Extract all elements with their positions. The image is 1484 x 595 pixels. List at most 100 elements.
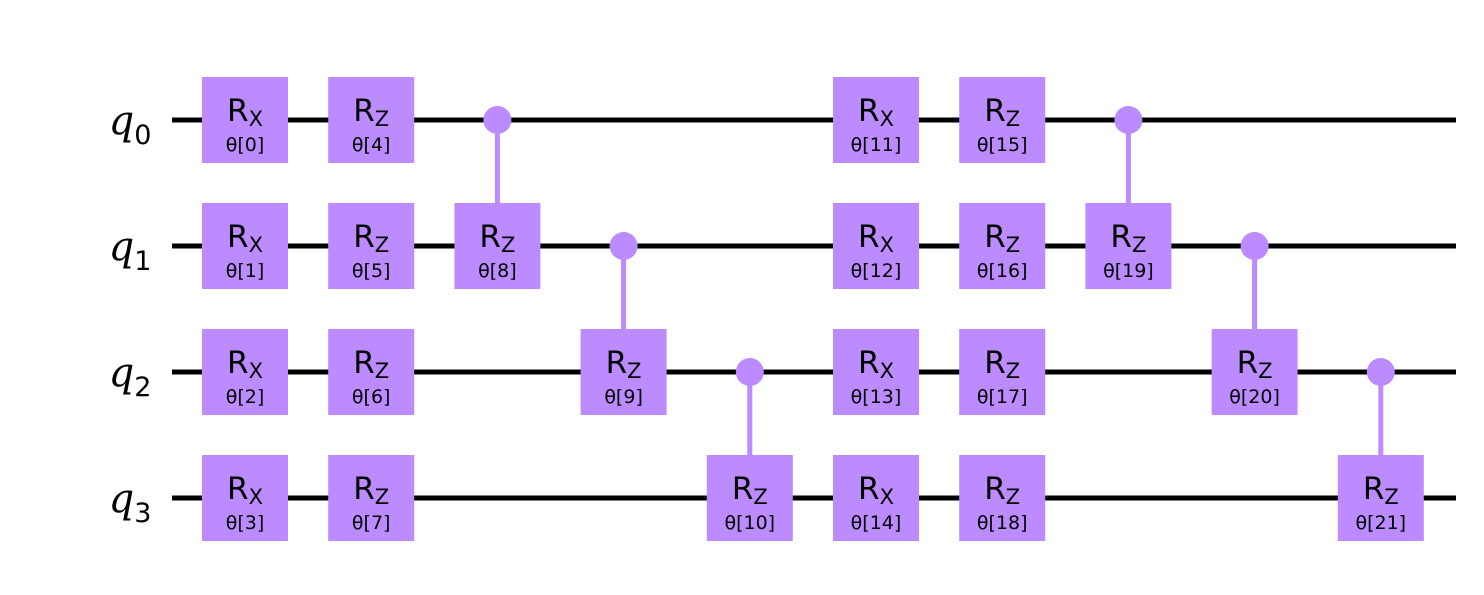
- gate-name: R: [984, 345, 1006, 381]
- gate-label: RX: [227, 345, 263, 383]
- gate-label: RX: [227, 219, 263, 257]
- gate-subscript: Z: [1006, 233, 1020, 257]
- gate-parameter: θ[21]: [1355, 512, 1406, 534]
- gate-subscript: X: [880, 107, 894, 131]
- gate-subscript: Z: [753, 485, 767, 509]
- control-dot: [735, 358, 764, 386]
- gate-name: R: [227, 219, 249, 255]
- qubit-label-index: 1: [134, 246, 151, 277]
- gate-box: [202, 77, 288, 163]
- gate-parameter: θ[19]: [1103, 260, 1154, 282]
- gate-crz-19: RZ θ[19]: [1085, 203, 1172, 289]
- gate-subscript: X: [880, 359, 894, 383]
- qubit-label-symbol: q: [109, 224, 135, 270]
- gate-name: R: [227, 345, 249, 381]
- gate-rz-16: RZθ[16]: [959, 203, 1046, 289]
- gate-subscript: Z: [375, 107, 389, 131]
- gate-box: [959, 203, 1046, 289]
- gate-label: RZ: [732, 471, 768, 509]
- gate-crz-9: RZθ[9]: [580, 329, 667, 415]
- gate-label: RX: [858, 345, 894, 383]
- gate-label: RZ: [984, 93, 1020, 131]
- control-dot: [483, 106, 512, 134]
- gate-name: R: [479, 219, 501, 255]
- gate-subscript: Z: [1006, 359, 1020, 383]
- gate-name: R: [858, 471, 880, 507]
- gate-rz-15: RZθ[15]: [959, 77, 1046, 163]
- gate-name: R: [984, 93, 1006, 129]
- gate-name: R: [858, 345, 880, 381]
- gate-box: [1337, 455, 1424, 541]
- gate-label: RZ: [984, 471, 1020, 509]
- gate-box: [328, 329, 415, 415]
- gate-name: R: [1363, 471, 1385, 507]
- gate-subscript: Z: [375, 485, 389, 509]
- gate-parameter: θ[11]: [851, 134, 902, 156]
- gate-subscript: X: [249, 107, 263, 131]
- gate-label: RZ: [353, 471, 389, 509]
- gate-rx-14: RXθ[14]: [833, 455, 919, 541]
- qubit-label-0: q0: [109, 98, 152, 151]
- gate-label: RZ: [353, 345, 389, 383]
- gate-subscript: X: [249, 485, 263, 509]
- gate-label: RZ: [479, 219, 515, 257]
- gate-box: [833, 203, 919, 289]
- gate-subscript: Z: [627, 359, 641, 383]
- gate-rx-11: RXθ[11]: [833, 77, 919, 163]
- gate-crz-21: RZθ[21]: [1337, 455, 1424, 541]
- gate-rx-3: RXθ[3]: [202, 455, 288, 541]
- gate-parameter: θ[14]: [851, 512, 902, 534]
- gate-label: RX: [858, 219, 894, 257]
- gate-subscript: Z: [375, 233, 389, 257]
- gate-subscript: Z: [1006, 107, 1020, 131]
- gate-name: R: [227, 471, 249, 507]
- gate-name: R: [227, 93, 249, 129]
- control-connections: [483, 106, 1395, 455]
- qubit-label-index: 2: [134, 372, 151, 403]
- gate-parameter: θ[18]: [977, 512, 1028, 534]
- gate-box: [833, 455, 919, 541]
- gate-rx-0: RXθ[0]: [202, 77, 288, 163]
- qubit-label-symbol: q: [109, 350, 135, 396]
- gate-box: [1211, 329, 1298, 415]
- gate-name: R: [353, 93, 375, 129]
- gate-label: RX: [227, 93, 263, 131]
- qubit-label-3: q3: [109, 476, 152, 529]
- gate-subscript: X: [249, 233, 263, 257]
- gate-label: RZ: [606, 345, 642, 383]
- gate-parameter: θ[13]: [851, 386, 902, 408]
- gate-parameter: θ[7]: [352, 512, 391, 534]
- gate-name: R: [353, 471, 375, 507]
- gate-subscript: X: [880, 233, 894, 257]
- gate-box: [959, 455, 1046, 541]
- control-dot: [1240, 232, 1269, 260]
- gate-box: [1085, 203, 1172, 289]
- gate-rx-12: RXθ[12]: [833, 203, 919, 289]
- gate-rz-4: RZθ[4]: [328, 77, 415, 163]
- gate-rz-18: RZθ[18]: [959, 455, 1046, 541]
- gate-parameter: θ[6]: [352, 386, 391, 408]
- gate-crz-10: RZθ[10]: [706, 455, 793, 541]
- gate-label: RZ: [1110, 219, 1146, 257]
- gate-box: [454, 203, 541, 289]
- gate-name: R: [732, 471, 754, 507]
- qubit-label-index: 3: [134, 498, 151, 529]
- gate-crz-20: RZθ[20]: [1211, 329, 1298, 415]
- gate-box: [328, 455, 415, 541]
- qubit-label-symbol: q: [109, 476, 135, 522]
- gate-name: R: [984, 471, 1006, 507]
- control-dot: [609, 232, 638, 260]
- gate-box: [328, 203, 415, 289]
- gate-name: R: [606, 345, 628, 381]
- gate-parameter: θ[10]: [724, 512, 775, 534]
- gate-parameter: θ[17]: [977, 386, 1028, 408]
- gate-name: R: [858, 93, 880, 129]
- gate-label: RZ: [984, 345, 1020, 383]
- gate-box: [959, 77, 1046, 163]
- gate-name: R: [984, 219, 1006, 255]
- gate-parameter: θ[5]: [352, 260, 391, 282]
- gate-box: [833, 329, 919, 415]
- gate-parameter: θ[20]: [1229, 386, 1280, 408]
- gate-subscript: Z: [1006, 485, 1020, 509]
